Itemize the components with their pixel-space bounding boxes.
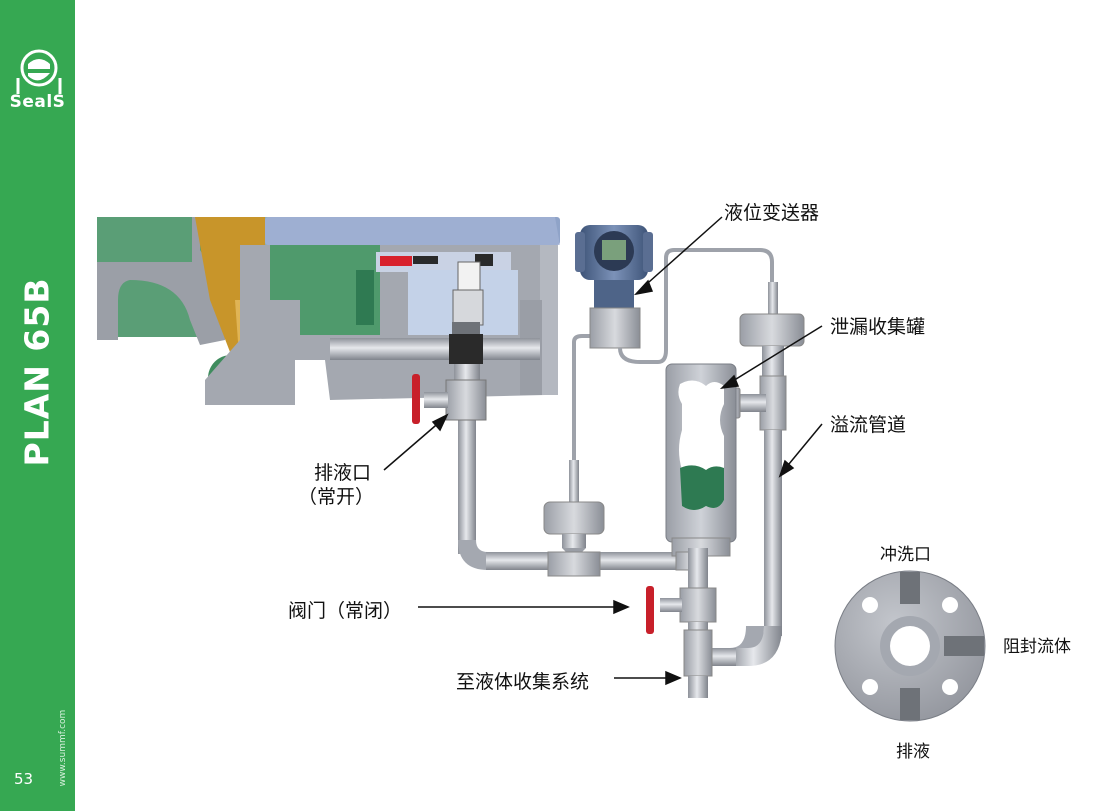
logo-text: SealS [9,92,66,112]
overflow-pipe [712,282,805,666]
gland-label-flush: 冲洗口 [880,545,931,565]
leader-arrows [383,216,823,686]
sidebar: SealS PLAN 65B www.summf.com 53 [0,0,75,811]
label-drain-port-state: （常开） [298,486,375,508]
pressure-sensor [543,460,605,577]
gland-label-quench: 阻封流体 [1003,637,1071,657]
label-overflow-pipe: 溢流管道 [830,414,907,436]
drain-pipe [458,384,692,570]
seals-logo-icon [16,49,62,94]
seal-chamber-cutaway [97,217,560,405]
page-number: 53 [14,770,34,788]
drain-valve [412,374,487,424]
leak-collection-tank [665,363,737,598]
label-to-collection: 至液体收集系统 [456,671,590,693]
label-leak-tank: 泄漏收集罐 [830,316,926,338]
gland-label-drain: 排液 [896,742,930,762]
level-transmitter [575,225,653,349]
label-drain-port: 排液口 [314,462,372,484]
gland-flange [834,570,986,722]
label-valve: 阀门（常闭） [288,600,403,622]
isolation-valve [646,586,717,698]
label-level-transmitter: 液位变送器 [724,202,820,224]
